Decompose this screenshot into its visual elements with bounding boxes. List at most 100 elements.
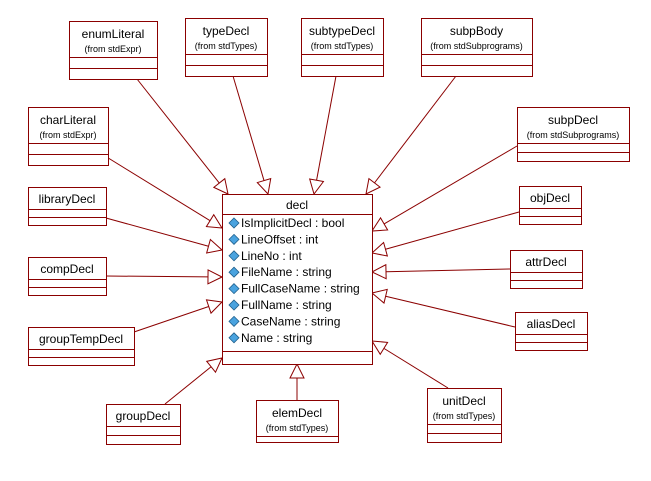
class-nodes: enumLiteral (from stdExpr) typeDecl (from s… (28, 18, 630, 445)
generalization-line-attrDecl (385, 268, 511, 273)
attribute-3: FileName : string (241, 265, 332, 279)
generalization-arrowhead-groupDecl (205, 357, 223, 374)
class-name: subpBody (450, 24, 503, 38)
class-box-objDecl[interactable]: objDecl (519, 186, 582, 225)
generalization-line-compDecl (105, 275, 209, 278)
class-box-frame (28, 187, 107, 226)
class-box-frame (301, 18, 384, 77)
public-attribute-icon (228, 250, 240, 262)
class-package: (from stdSubprograms) (527, 130, 620, 140)
generalization-arrowhead-attrDecl (370, 263, 387, 280)
generalization-arrowhead-charLiteral (205, 213, 223, 229)
generalization-line-enumLiteral (136, 78, 220, 184)
class-package: (from stdTypes) (266, 423, 329, 433)
attribute-7: Name : string (241, 331, 312, 345)
class-name: charLiteral (40, 113, 96, 127)
attribute-0: IsImplicitDecl : bool (241, 216, 344, 230)
generalization-line-libraryDecl (105, 217, 209, 247)
generalization-line-aliasDecl (385, 295, 516, 328)
class-box-groupDecl[interactable]: groupDecl (106, 404, 181, 445)
public-attribute-icon (228, 266, 240, 278)
class-name: aliasDecl (527, 317, 576, 331)
generalization-line-groupTempDecl (133, 306, 209, 333)
generalization-arrowhead-subpBody (365, 177, 382, 195)
class-box-frame (106, 404, 181, 445)
class-package: (from stdTypes) (311, 41, 374, 51)
class-name: subtypeDecl (309, 24, 375, 38)
attribute-4: FullCaseName : string (241, 282, 360, 296)
generalization-arrowhead-enumLiteral (212, 177, 229, 195)
class-package: (from stdExpr) (84, 44, 141, 54)
generalization-line-subpDecl (383, 145, 518, 225)
generalization-line-unitDecl (383, 347, 449, 389)
class-box-frame (69, 21, 158, 80)
class-name: groupDecl (116, 409, 171, 423)
generalization-line-charLiteral (104, 155, 211, 222)
class-box-aliasDecl[interactable]: aliasDecl (515, 312, 588, 351)
generalization-arrowhead-objDecl (370, 241, 389, 257)
class-name: attrDecl (525, 255, 566, 269)
class-box-frame (222, 194, 373, 365)
class-name: elemDecl (272, 406, 322, 420)
generalization-arrowhead-unitDecl (371, 340, 389, 356)
class-box-charLiteral[interactable]: charLiteral (from stdExpr) (28, 107, 109, 166)
public-attribute-icon (228, 233, 240, 245)
generalization-arrowhead-compDecl (207, 269, 224, 285)
class-box-frame (28, 327, 135, 366)
class-name: groupTempDecl (39, 332, 123, 346)
attribute-6: CaseName : string (241, 314, 340, 328)
class-box-subtypeDecl[interactable]: subtypeDecl (from stdTypes) (301, 18, 384, 77)
generalization-line-typeDecl (232, 75, 265, 181)
class-package: (from stdExpr) (39, 130, 96, 140)
class-box-frame (510, 250, 583, 289)
class-box-frame (28, 107, 109, 166)
generalization-arrowhead-subtypeDecl (308, 178, 325, 196)
generalization-arrowhead-aliasDecl (370, 288, 388, 304)
generalization-line-objDecl (385, 211, 520, 250)
class-package: (from stdSubprograms) (430, 41, 523, 51)
public-attribute-icon (228, 299, 240, 311)
public-attribute-icon (228, 283, 240, 295)
generalization-arrowhead-libraryDecl (205, 238, 224, 254)
class-box-frame (28, 257, 107, 296)
class-box-frame (256, 400, 339, 443)
class-box-compDecl[interactable]: compDecl (28, 257, 107, 296)
class-name: objDecl (530, 191, 570, 205)
generalization-arrowhead-groupTempDecl (205, 299, 224, 315)
class-name: subpDecl (548, 113, 598, 127)
public-attribute-icon (228, 217, 240, 229)
class-package: (from stdTypes) (433, 411, 496, 421)
class-box-elemDecl[interactable]: elemDecl (from stdTypes) (256, 400, 339, 443)
attribute-2: LineNo : int (241, 249, 302, 263)
generalization-line-subtypeDecl (316, 75, 337, 181)
class-box-unitDecl[interactable]: unitDecl (from stdTypes) (427, 388, 502, 443)
class-name: enumLiteral (82, 27, 145, 41)
class-name: compDecl (40, 262, 93, 276)
attribute-1: LineOffset : int (241, 232, 319, 246)
class-name: typeDecl (203, 24, 250, 38)
generalization-arrowhead-typeDecl (256, 177, 272, 196)
public-attribute-icon (228, 315, 240, 327)
class-name: decl (286, 198, 308, 212)
class-box-attrDecl[interactable]: attrDecl (510, 250, 583, 289)
attribute-5: FullName : string (241, 298, 332, 312)
generalization-arrowhead-subpDecl (371, 216, 389, 232)
class-package: (from stdTypes) (195, 41, 258, 51)
class-box-frame (519, 186, 582, 225)
class-box-typeDecl[interactable]: typeDecl (from stdTypes) (185, 18, 268, 77)
generalization-arrowhead-elemDecl (289, 362, 305, 379)
class-box-groupTempDecl[interactable]: groupTempDecl (28, 327, 135, 366)
class-name: unitDecl (442, 394, 485, 408)
class-name: libraryDecl (39, 192, 96, 206)
class-box-enumLiteral[interactable]: enumLiteral (from stdExpr) (69, 21, 158, 80)
class-box-frame (185, 18, 268, 77)
class-box-subpBody[interactable]: subpBody (from stdSubprograms) (421, 18, 533, 77)
generalization-line-groupDecl (164, 366, 212, 405)
class-box-libraryDecl[interactable]: libraryDecl (28, 187, 107, 226)
class-box-subpDecl[interactable]: subpDecl (from stdSubprograms) (517, 107, 630, 162)
generalization-edges (104, 75, 520, 405)
class-box-frame (515, 312, 588, 351)
public-attribute-icon (228, 332, 240, 344)
